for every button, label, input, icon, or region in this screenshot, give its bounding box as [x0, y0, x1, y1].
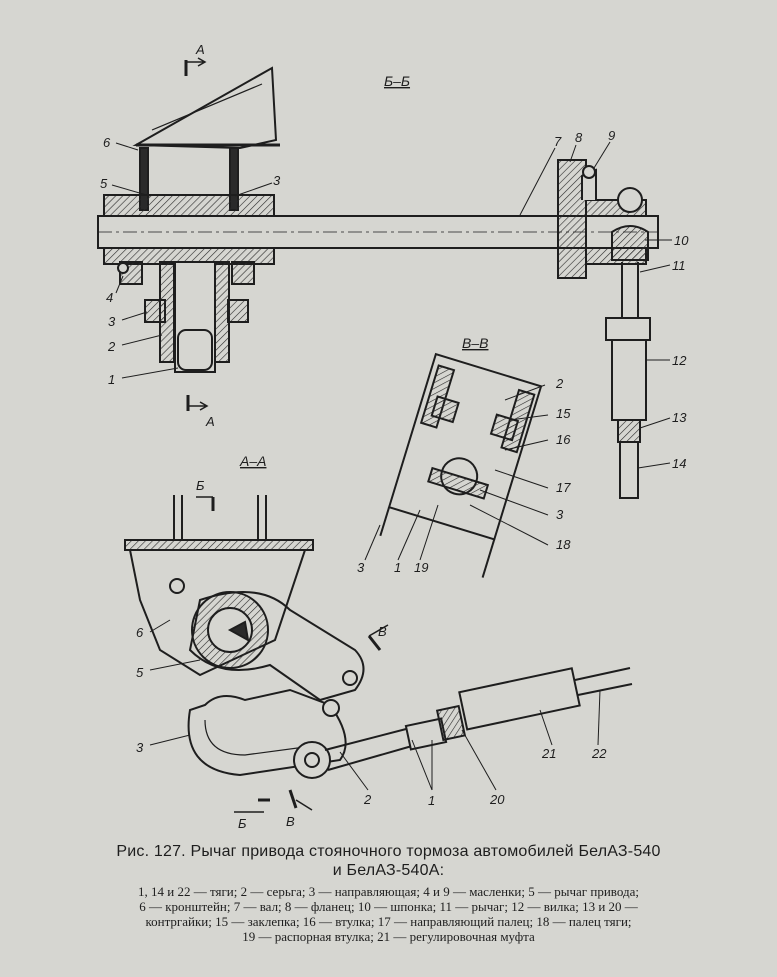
coupling-21 — [458, 667, 581, 731]
legend-line-3: контргайки; 15 — заклепка; 16 — втулка; … — [145, 914, 632, 929]
fork-12 — [605, 317, 651, 341]
callout-3-vv: 3 — [556, 507, 564, 522]
callout-10: 10 — [674, 233, 689, 248]
caption-legend: 1, 14 и 22 — тяги; 2 — серьга; 3 — напра… — [10, 884, 767, 944]
caption-title: Рис. 127. Рычаг привода стояночного торм… — [10, 842, 767, 880]
cut-mark-b-bottom: Б — [238, 816, 247, 830]
caption-title-line2: и БелАЗ-540А: — [332, 862, 445, 879]
callout-16: 16 — [556, 432, 571, 447]
rod-14 — [619, 441, 639, 499]
callout-13: 13 — [672, 410, 687, 425]
section-title-bb: Б–Б — [384, 73, 410, 89]
callout-21: 21 — [541, 746, 556, 761]
figure-caption: Рис. 127. Рычаг привода стояночного торм… — [10, 842, 767, 944]
section-aa-view — [124, 495, 633, 813]
legend-line-4: 19 — распорная втулка; 21 — регулировочн… — [242, 929, 535, 944]
cut-mark-a-top: А — [195, 42, 205, 57]
lever-5 — [188, 591, 365, 702]
cut-mark-a-bottom: А — [205, 414, 215, 429]
callout-3-vv2: 3 — [357, 560, 365, 575]
callout-6-aa: 6 — [136, 625, 144, 640]
callout-6: 6 — [103, 135, 111, 150]
callout-3: 3 — [273, 173, 281, 188]
lever-hub — [103, 194, 275, 218]
callout-5-aa: 5 — [136, 665, 144, 680]
section-vv-view — [364, 352, 549, 578]
cut-mark-v-bottom: В — [286, 814, 295, 829]
callout-1-vv: 1 — [394, 560, 401, 575]
technical-drawing: Б–Б В–В А–А А А Б В Б В 6 5 3 7 8 9 10 1… — [97, 42, 689, 830]
callout-11: 11 — [672, 258, 686, 273]
callout-15: 15 — [556, 406, 571, 421]
callout-22: 22 — [591, 746, 607, 761]
callout-2-vv: 2 — [555, 376, 564, 391]
callout-18: 18 — [556, 537, 571, 552]
callout-2-aa: 2 — [363, 792, 372, 807]
callout-17: 17 — [556, 480, 571, 495]
section-title-aa: А–А — [239, 453, 266, 469]
section-bb-view — [97, 57, 672, 499]
callout-1: 1 — [108, 372, 115, 387]
callout-1-aa: 1 — [428, 793, 435, 808]
section-title-vv: В–В — [462, 335, 488, 351]
callout-2: 2 — [107, 339, 116, 354]
callout-19: 19 — [414, 560, 428, 575]
callout-12: 12 — [672, 353, 687, 368]
callout-4: 4 — [106, 290, 113, 305]
caption-title-line1: Рис. 127. Рычаг привода стояночного торм… — [116, 843, 661, 860]
callout-7: 7 — [554, 134, 562, 149]
legend-line-2: 6 — кронштейн; 7 — вал; 8 — фланец; 10 —… — [139, 899, 638, 914]
bracket-plate — [124, 539, 314, 551]
callout-3b: 3 — [108, 314, 116, 329]
callout-20: 20 — [489, 792, 505, 807]
cut-mark-v-right: В — [378, 624, 387, 639]
callout-9: 9 — [608, 128, 615, 143]
callout-8: 8 — [575, 130, 583, 145]
cut-mark-b-top: Б — [196, 478, 205, 493]
callout-14: 14 — [672, 456, 686, 471]
callout-5: 5 — [100, 176, 108, 191]
callout-3-aa: 3 — [136, 740, 144, 755]
legend-line-1: 1, 14 и 22 — тяги; 2 — серьга; 3 — напра… — [138, 884, 639, 899]
